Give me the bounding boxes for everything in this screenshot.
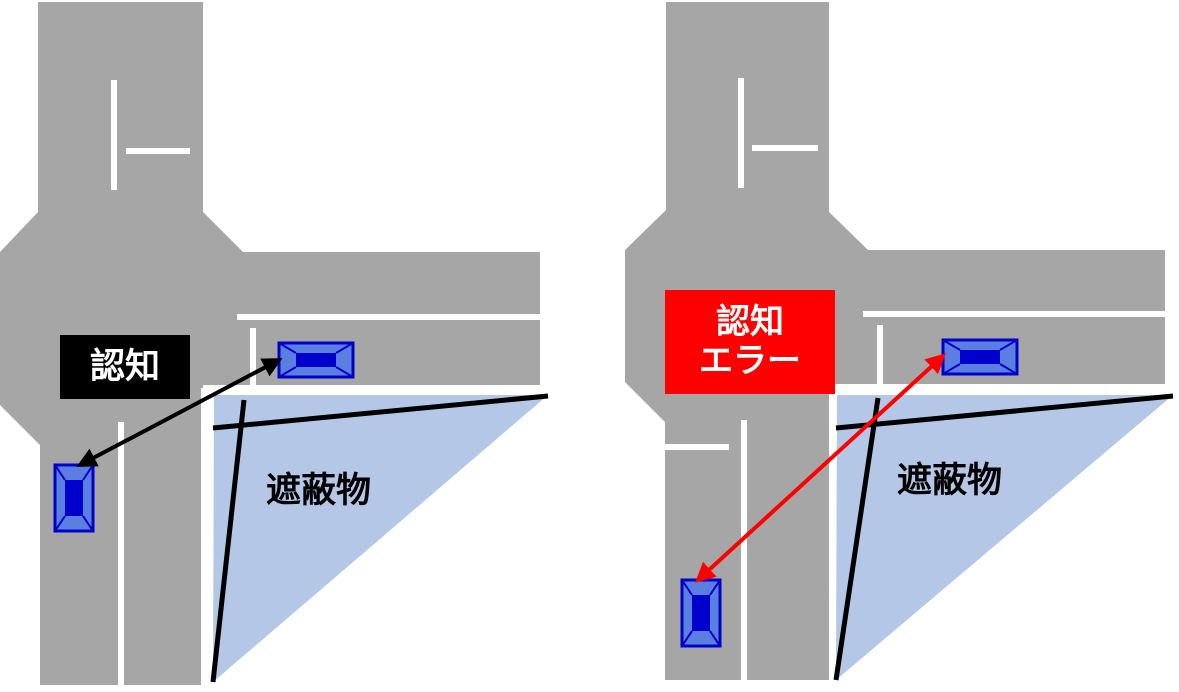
obstacle-region xyxy=(213,395,548,682)
obstacle-region xyxy=(836,395,1173,680)
road-surface xyxy=(0,2,540,685)
status-label-box: 認知 エラー xyxy=(665,290,835,394)
car-east xyxy=(277,341,355,379)
status-label-box: 認知 xyxy=(60,335,190,399)
scene-recognition: 認知 遮蔽物 xyxy=(0,2,549,685)
status-label: 認知 エラー xyxy=(699,301,801,381)
scene-recognition-error: 認知 エラー 遮蔽物 xyxy=(625,0,1179,692)
car-east xyxy=(941,338,1019,376)
car-south xyxy=(680,578,722,648)
intersection-diagram xyxy=(0,2,549,685)
recognition-error-arrow xyxy=(695,353,946,583)
obstacle-label: 遮蔽物 xyxy=(266,471,372,511)
recognition-arrow xyxy=(76,358,283,467)
intersection-diagram xyxy=(625,2,1174,681)
obstacle-label: 遮蔽物 xyxy=(897,461,1003,501)
car-south xyxy=(53,463,95,533)
status-label: 認知 xyxy=(89,346,160,387)
